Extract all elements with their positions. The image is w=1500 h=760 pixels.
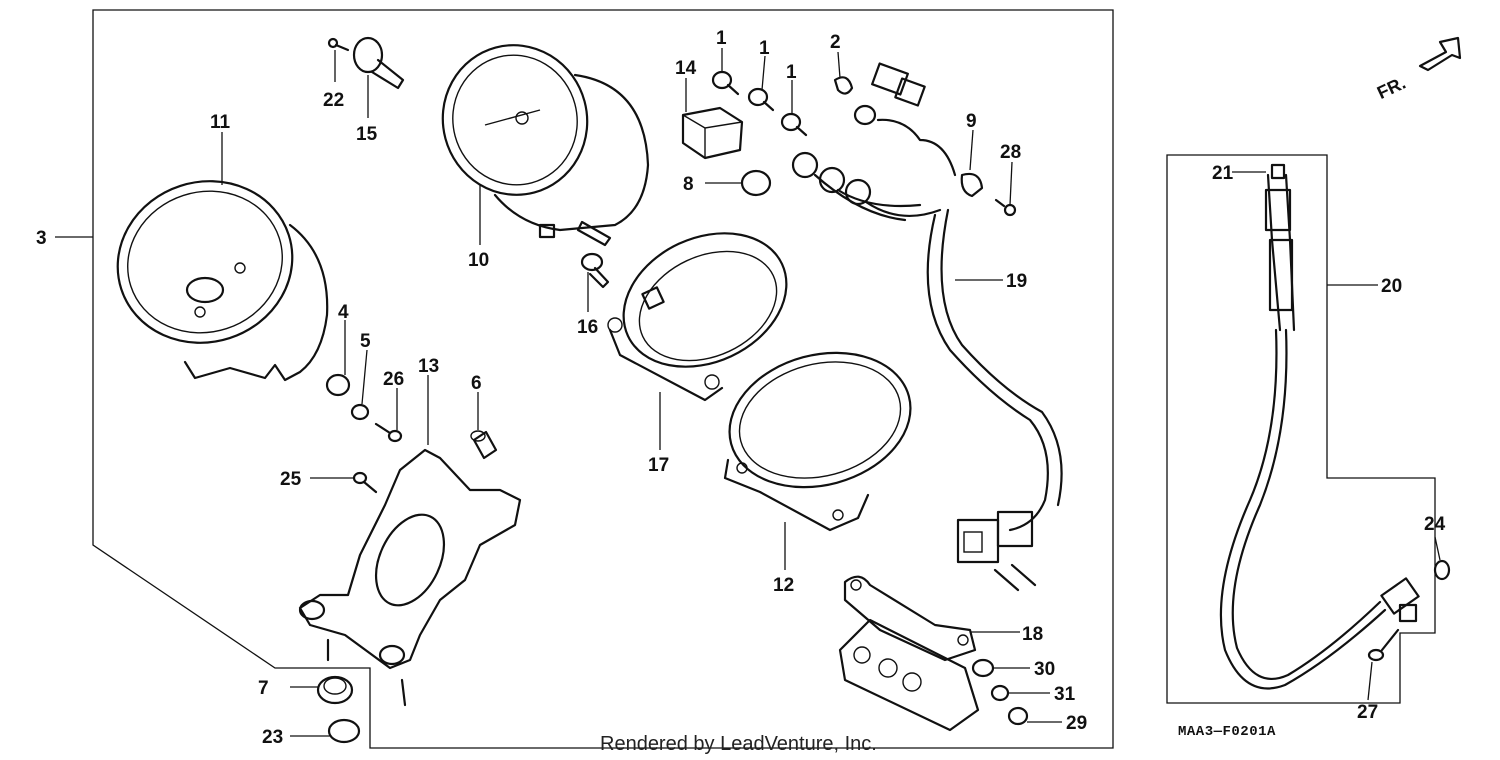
- callout-11: 11: [210, 112, 231, 133]
- callout-8: 8: [683, 174, 694, 195]
- part-4-grommet[interactable]: [325, 373, 351, 397]
- callout-24: 24: [1424, 514, 1446, 535]
- callout-15: 15: [356, 124, 378, 145]
- callout-18: 18: [1022, 624, 1043, 645]
- callout-4: 4: [338, 302, 349, 323]
- part-28-screw[interactable]: [994, 198, 1017, 217]
- part-29-nut[interactable]: [1007, 706, 1029, 726]
- callout-1: 1: [786, 62, 797, 83]
- part-13-plate[interactable]: [298, 448, 522, 707]
- callout-28: 28: [1000, 142, 1021, 163]
- part-17-ring[interactable]: [602, 208, 808, 402]
- assembly-frame: [92, 9, 1114, 749]
- part-16-bolt[interactable]: [580, 252, 610, 289]
- part-23-plug[interactable]: [327, 718, 361, 744]
- callout-3: 3: [36, 228, 47, 249]
- callout-25: 25: [280, 469, 302, 490]
- callout-17: 17: [648, 455, 669, 476]
- callout-7: 7: [258, 678, 269, 699]
- part-20-cable[interactable]: [1219, 173, 1420, 690]
- callout-2: 2: [830, 32, 841, 53]
- part-25-screw[interactable]: [352, 471, 378, 494]
- callout-30: 30: [1034, 659, 1055, 680]
- callout-14: 14: [675, 58, 697, 79]
- callout-31: 31: [1054, 684, 1076, 705]
- part-2-clip[interactable]: [833, 76, 854, 95]
- part-5-washer[interactable]: [350, 403, 370, 421]
- callout-5: 5: [360, 331, 371, 352]
- leader-lines: [55, 48, 1441, 737]
- callout-23: 23: [262, 727, 283, 748]
- part-22-screw[interactable]: [327, 37, 350, 52]
- part-10-meter[interactable]: [426, 29, 650, 247]
- part-6-collar[interactable]: [470, 430, 498, 460]
- part-15-gear[interactable]: [352, 36, 405, 90]
- part-24-washer[interactable]: [1433, 559, 1451, 581]
- callout-10: 10: [468, 250, 489, 271]
- part-7-cap[interactable]: [316, 675, 354, 705]
- part-19-harness[interactable]: [791, 62, 1063, 592]
- callout-21: 21: [1212, 163, 1234, 184]
- part-31-washer[interactable]: [990, 684, 1010, 702]
- callout-16: 16: [577, 317, 598, 338]
- render-credit: Rendered by LeadVenture, Inc.: [600, 733, 877, 755]
- part-1-bulbs[interactable]: [711, 70, 808, 137]
- callout-1: 1: [716, 28, 727, 49]
- part-14-cover[interactable]: [681, 106, 744, 160]
- callout-6: 6: [471, 373, 482, 394]
- cable-frame: [1166, 154, 1436, 704]
- part-11-housing[interactable]: [97, 159, 329, 382]
- part-21-tip[interactable]: [1270, 163, 1286, 180]
- callout-27: 27: [1357, 702, 1378, 723]
- part-8-grommet[interactable]: [740, 169, 772, 197]
- callout-12: 12: [773, 575, 794, 596]
- callout-1: 1: [759, 38, 770, 59]
- part-9-clamp[interactable]: [960, 172, 984, 198]
- part-30-washer[interactable]: [971, 658, 995, 678]
- callout-20: 20: [1381, 276, 1402, 297]
- part-26-screw[interactable]: [374, 422, 403, 443]
- callout-labels: 1 1 1 2 3 4 5 6 7 8 9 10 11 12 13 14 15 …: [36, 28, 1446, 748]
- callout-9: 9: [966, 111, 977, 132]
- front-direction-arrow-icon: [1418, 36, 1462, 72]
- callout-22: 22: [323, 90, 344, 111]
- callout-13: 13: [418, 356, 439, 377]
- part-27-screw[interactable]: [1367, 628, 1400, 662]
- front-direction-label: FR.: [1374, 73, 1409, 103]
- diagram-code: MAA3—F0201A: [1178, 724, 1276, 740]
- part-12-gasket[interactable]: [714, 333, 925, 532]
- callout-26: 26: [383, 369, 404, 390]
- part-18-bracket[interactable]: [838, 575, 980, 732]
- callout-29: 29: [1066, 713, 1087, 734]
- callout-19: 19: [1006, 271, 1027, 292]
